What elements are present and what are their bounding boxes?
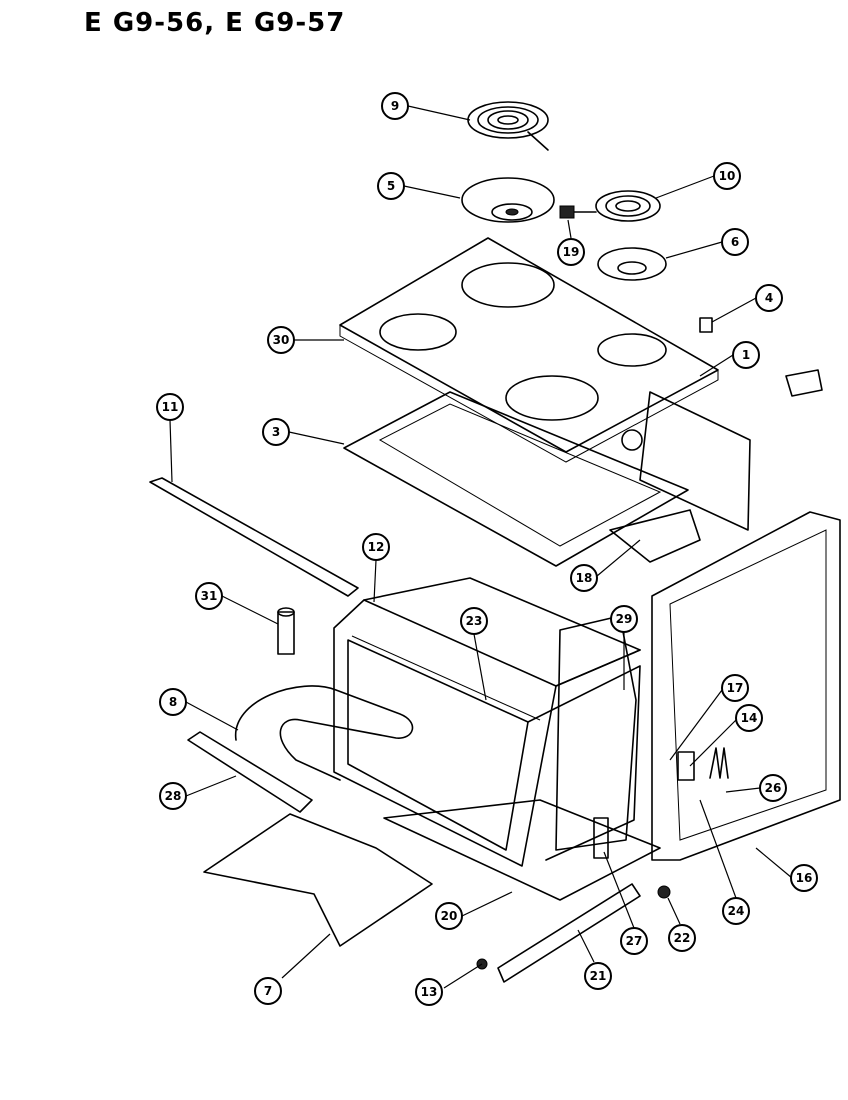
bottom-rail xyxy=(497,883,641,983)
cabinet-back xyxy=(639,391,751,531)
callout-label: 17 xyxy=(727,681,744,695)
callout-label: 3 xyxy=(272,425,280,439)
leg-foot xyxy=(657,885,671,899)
callout-21: 21 xyxy=(584,962,612,990)
callout-1: 1 xyxy=(732,341,760,369)
top-support-frame xyxy=(343,391,689,567)
oven-gasket xyxy=(351,635,541,721)
callout-label: 16 xyxy=(796,871,813,885)
vent-strip xyxy=(187,731,313,813)
door-spring xyxy=(709,747,729,779)
callout-label: 19 xyxy=(563,245,580,259)
callout-31: 31 xyxy=(195,582,223,610)
callout-label: 20 xyxy=(441,909,458,923)
top-support-inner xyxy=(378,403,662,547)
callout-22: 22 xyxy=(668,924,696,952)
callout-9: 9 xyxy=(381,92,409,120)
callout-label: 27 xyxy=(626,934,643,948)
drip-bowl-large xyxy=(461,177,555,223)
oven-switch xyxy=(593,817,609,859)
callout-5: 5 xyxy=(377,172,405,200)
callout-label: 26 xyxy=(765,781,782,795)
bake-element xyxy=(203,813,433,947)
callout-label: 9 xyxy=(391,99,399,113)
callout-label: 8 xyxy=(169,695,177,709)
callout-label: 30 xyxy=(273,333,290,347)
oven-cavity xyxy=(333,577,641,867)
callout-label: 14 xyxy=(741,711,758,725)
callout-7: 7 xyxy=(254,977,282,1005)
callout-28: 28 xyxy=(159,782,187,810)
callout-12: 12 xyxy=(362,533,390,561)
callout-label: 29 xyxy=(616,612,633,626)
surface-element-small xyxy=(564,190,661,222)
callout-19: 19 xyxy=(557,238,585,266)
back-hole xyxy=(621,429,643,451)
surface-element-large xyxy=(467,101,549,151)
callouts: 9 5 10 19 6 4 30 1 11 3 18 12 31 23 29 8… xyxy=(156,92,818,1006)
callout-label: 10 xyxy=(719,169,736,183)
callout-29: 29 xyxy=(610,605,638,633)
callout-label: 5 xyxy=(387,179,395,193)
callout-label: 13 xyxy=(421,985,438,999)
callout-11: 11 xyxy=(156,393,184,421)
side-panel xyxy=(651,511,841,861)
callout-label: 7 xyxy=(264,984,272,998)
cooktop xyxy=(339,237,719,463)
clip xyxy=(699,317,713,333)
diagram-title: E G9-56, E G9-57 xyxy=(84,8,346,38)
terminal-block xyxy=(785,369,823,397)
callout-24: 24 xyxy=(722,897,750,925)
callout-30: 30 xyxy=(267,326,295,354)
callout-6: 6 xyxy=(721,228,749,256)
element-receptacle xyxy=(559,205,575,219)
callout-3: 3 xyxy=(262,418,290,446)
leg-leveler xyxy=(277,607,295,655)
oven-insulation xyxy=(555,615,637,851)
oven-bottom xyxy=(383,799,661,901)
callout-4: 4 xyxy=(755,284,783,312)
callout-label: 31 xyxy=(201,589,218,603)
front-trim-strip xyxy=(149,477,359,597)
callout-label: 11 xyxy=(162,400,179,414)
callout-23: 23 xyxy=(460,607,488,635)
callout-label: 18 xyxy=(576,571,593,585)
callout-label: 12 xyxy=(368,540,385,554)
callout-17: 17 xyxy=(721,674,749,702)
callout-8: 8 xyxy=(159,688,187,716)
leader-lines xyxy=(169,105,793,989)
callout-label: 6 xyxy=(731,235,739,249)
callout-label: 28 xyxy=(165,789,182,803)
callout-27: 27 xyxy=(620,927,648,955)
part-drawings xyxy=(149,101,841,983)
callout-label: 24 xyxy=(728,904,745,918)
mounting-bracket xyxy=(609,509,701,563)
callout-label: 21 xyxy=(590,969,607,983)
callout-20: 20 xyxy=(435,902,463,930)
callout-10: 10 xyxy=(713,162,741,190)
hinge-receiver xyxy=(677,751,695,781)
callout-label: 22 xyxy=(674,931,691,945)
callout-16: 16 xyxy=(790,864,818,892)
callout-13: 13 xyxy=(415,978,443,1006)
callout-label: 23 xyxy=(466,614,483,628)
callout-label: 4 xyxy=(765,291,773,305)
callout-label: 1 xyxy=(742,348,750,362)
callout-14: 14 xyxy=(735,704,763,732)
drip-bowl-small xyxy=(597,247,667,281)
broil-element xyxy=(235,685,414,781)
callout-18: 18 xyxy=(570,564,598,592)
callout-26: 26 xyxy=(759,774,787,802)
